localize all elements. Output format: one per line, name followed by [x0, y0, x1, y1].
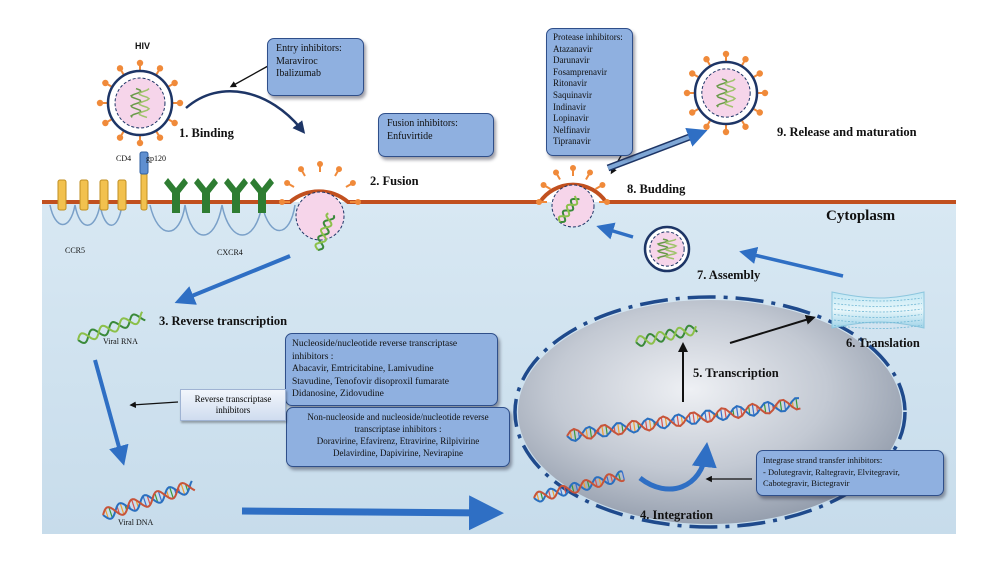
receptors	[49, 151, 296, 236]
fusion-title: Fusion inhibitors:	[387, 118, 458, 129]
process-arrows	[93, 65, 844, 531]
step-assembly: 7. Assembly	[697, 268, 761, 282]
gp120-label: gp120	[146, 154, 166, 163]
protease-title: Protease inhibitors:	[553, 32, 623, 42]
nnrti-box: Non-nucleoside and nucleoside/nucleotide…	[286, 407, 510, 467]
nuclear-viral-dna	[533, 470, 625, 503]
nuclear-envelope	[513, 295, 907, 529]
translation-ribosome	[831, 291, 925, 329]
protease-drug: Tipranavir	[553, 136, 591, 147]
nrti-title: inhibitors :	[292, 351, 334, 362]
ccr5-receptors	[57, 179, 127, 211]
entry-inhibitor-pointer	[229, 65, 269, 88]
fusion-to-rt-arrow	[174, 254, 291, 305]
fusion-inhibitors-box: Fusion inhibitors: Enfuvirtide	[378, 113, 494, 157]
entry-title: Entry inhibitors:	[276, 43, 342, 54]
cytoplasm-label: Cytoplasm	[826, 208, 896, 224]
nrti-drugs: Didanosine, Zidovudine	[292, 389, 384, 400]
integrase-inhibitors-box: Integrase strand transfer inhibitors: - …	[756, 450, 944, 496]
step-fusion: 2. Fusion	[370, 174, 419, 188]
step-release-maturation: 9. Release and maturation	[777, 125, 917, 139]
nrti-drugs: Stavudine, Tenofovir disoproxil fumarate	[292, 376, 449, 387]
dna-to-nucleus-arrow	[241, 495, 504, 531]
step-transcription: 5. Transcription	[693, 366, 779, 380]
hiv-label: HIV	[135, 41, 151, 51]
nnrti-title: transcriptase inhibitors :	[354, 424, 442, 434]
integration-arrow	[638, 442, 717, 492]
integrase-drugs: Cabotegravir, Bictegravir	[763, 478, 850, 488]
step-translation: 6. Translation	[846, 336, 920, 350]
protease-drug: Nelfinavir	[553, 124, 590, 135]
viral-dna-helix	[102, 480, 196, 520]
cxcr4-label: CXCR4	[217, 248, 243, 257]
rti-line: Reverse transcriptase	[194, 394, 272, 404]
step-binding: 1. Binding	[179, 126, 234, 140]
hiv-virion	[96, 59, 184, 147]
rna-to-dna-arrow	[93, 359, 129, 466]
viral-rna-strand	[77, 311, 146, 345]
translation-to-assembly-arrow	[739, 246, 844, 278]
budding-rna	[557, 195, 580, 224]
nucleic-acids	[77, 195, 801, 520]
protease-drug: Saquinavir	[553, 89, 592, 100]
released-rna	[314, 212, 336, 251]
nnrti-drugs: Delavirdine, Dapivirine, Nevirapine	[333, 448, 463, 458]
cd4-receptor	[139, 151, 149, 211]
assembling-virion	[643, 225, 691, 273]
mature-virion	[683, 50, 769, 136]
protease-inhibitors-box: Protease inhibitors: Atazanavir Darunavi…	[546, 28, 633, 156]
integrase-drugs: - Dolutegravir, Raltegravir, Elvitegravi…	[763, 466, 900, 477]
protease-drug: Ritonavir	[553, 78, 587, 89]
binding-arrow	[185, 89, 306, 134]
host-dna	[566, 397, 801, 442]
fusion-drug: Enfuvirtide	[387, 130, 433, 142]
rti-line: inhibitors	[215, 405, 251, 415]
export-arrow	[729, 314, 816, 344]
protease-drug: Darunavir	[553, 55, 590, 66]
viral-dna-label: Viral DNA	[118, 518, 154, 527]
nrti-title: Nucleoside/nucleotide reverse transcript…	[292, 339, 458, 349]
assembly-to-budding-arrow	[596, 222, 634, 240]
entry-inhibitors-box: Entry inhibitors: Maraviroc Ibalizumab	[267, 38, 364, 96]
rti-pointer	[129, 401, 179, 408]
protease-drug: Indinavir	[553, 101, 586, 112]
viral-rna-label: Viral RNA	[103, 337, 138, 346]
step-budding: 8. Budding	[627, 182, 686, 196]
step-integration: 4. Integration	[640, 508, 713, 522]
nnrti-drugs: Doravirine, Efavirenz, Etravirine, Rilpi…	[316, 436, 480, 446]
viral-mrna	[635, 324, 698, 347]
nrti-drugs: Abacavir, Emtricitabine, Lamivudine	[292, 364, 434, 375]
integrase-title: Integrase strand transfer inhibitors:	[763, 455, 883, 465]
protease-drug: Atazanavir	[553, 43, 593, 54]
protease-drug: Lopinavir	[553, 113, 589, 124]
fusing-virion	[279, 161, 361, 241]
rt-inhibitors-box: Reverse transcriptase inhibitors	[180, 389, 286, 421]
ccr5-label: CCR5	[65, 246, 86, 255]
nrti-box: Nucleoside/nucleotide reverse transcript…	[285, 333, 498, 406]
nnrti-title: Non-nucleoside and nucleoside/nucleotide…	[307, 412, 489, 422]
protease-drug: Fosamprenavir	[553, 66, 607, 77]
entry-drug: Ibalizumab	[276, 68, 321, 79]
cd4-label: CD4	[116, 154, 132, 163]
cxcr4-receptors	[164, 178, 274, 213]
entry-drug: Maraviroc	[276, 55, 318, 67]
step-reverse-transcription: 3. Reverse transcription	[159, 314, 288, 328]
